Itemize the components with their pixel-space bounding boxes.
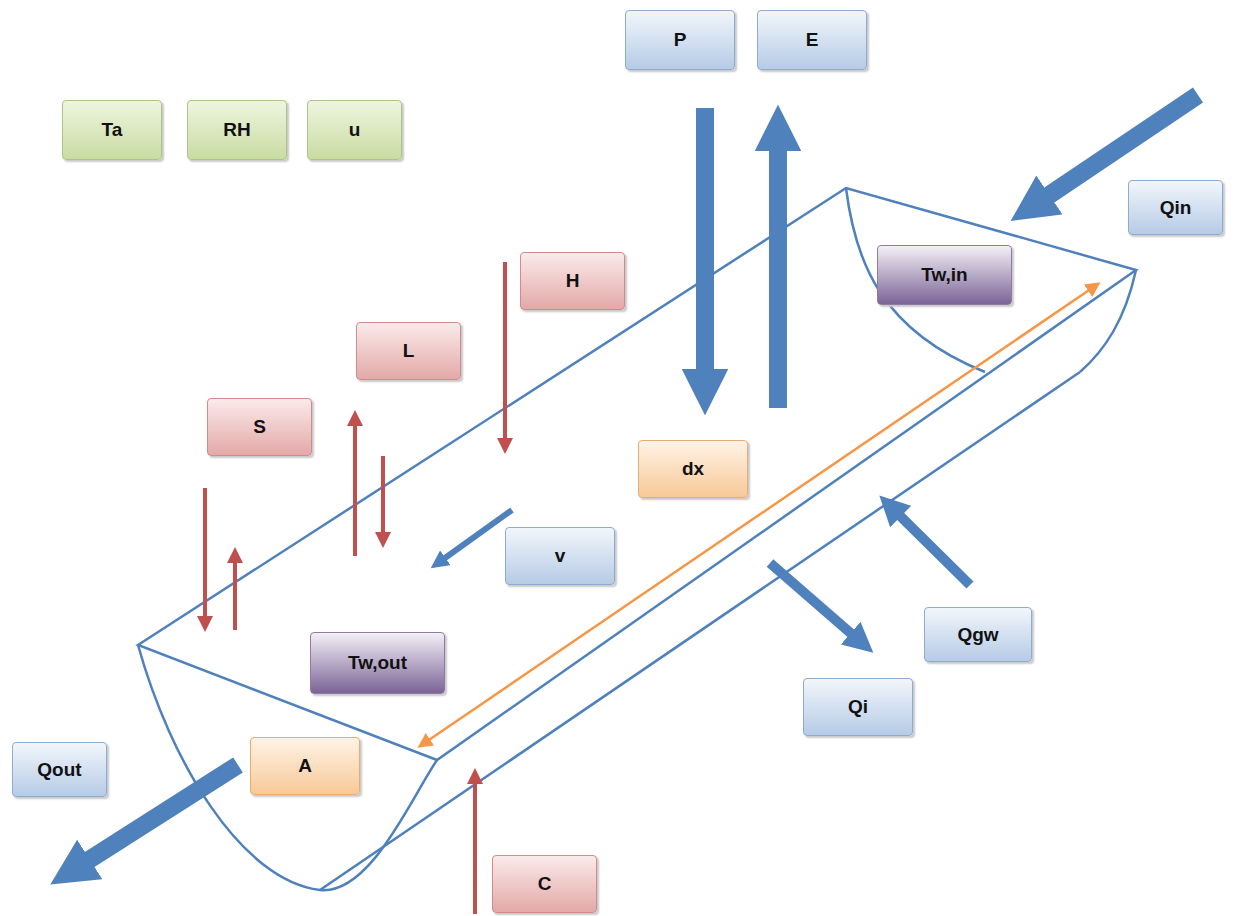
variable-box: A [250,737,360,795]
variable-box: dx [638,440,748,498]
variable-box: H [520,252,625,310]
variable-name: Qgw [957,624,998,646]
variable-box: Ta [62,100,162,160]
variable-box: Qin [1128,180,1223,235]
variable-name: RH [223,119,250,141]
variable-name: v [555,545,566,567]
water-flux-arrows [70,95,1198,872]
variable-name: u [349,119,361,141]
variable-box: P [625,10,735,70]
variable-box: Tw,in [877,245,1012,305]
channel-outline [138,188,1136,890]
variable-name: P [674,29,687,51]
variable-name: E [806,29,819,51]
length-arrow [420,284,1098,746]
variable-box: Qout [12,742,107,797]
variable-box: C [492,855,597,913]
variable-name: S [253,416,266,438]
variable-name: Qin [1160,197,1192,219]
variable-box: v [505,527,615,585]
variable-box: L [356,322,461,380]
heat-flux-arrows [205,262,505,914]
variable-box: Qgw [924,607,1032,662]
variable-box: Tw,out [310,632,445,694]
variable-name: Tw,out [348,652,407,674]
variable-box: Qi [803,678,913,736]
variable-name: C [538,873,552,895]
variable-box: S [207,398,312,456]
variable-box: E [757,10,867,70]
variable-name: A [298,755,312,777]
variable-box: RH [187,100,287,160]
variable-name: Qout [37,759,81,781]
variable-name: Qi [848,696,868,718]
variable-name: Ta [102,119,123,141]
variable-name: L [403,340,415,362]
variable-name: dx [682,458,704,480]
variable-name: H [566,270,580,292]
variable-box: u [307,100,402,160]
variable-name: Tw,in [921,264,967,286]
